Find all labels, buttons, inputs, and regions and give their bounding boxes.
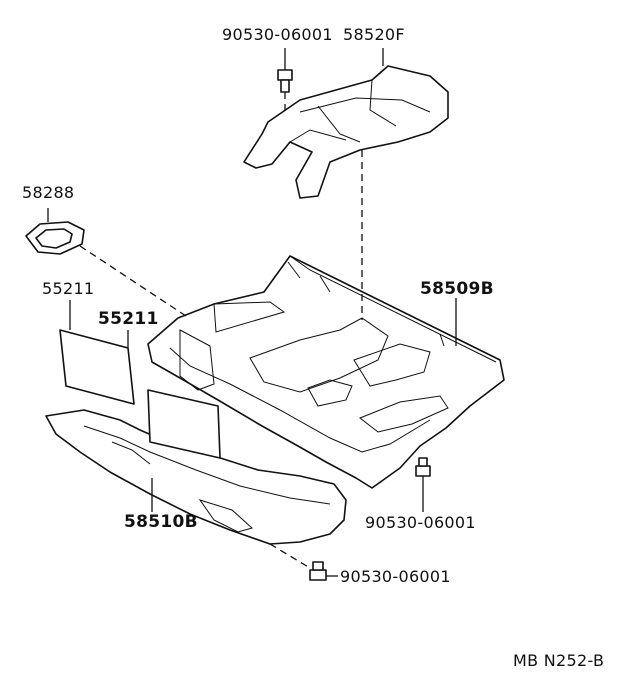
pad-55211-left [59, 329, 135, 405]
clip-bolt-bottom [309, 561, 338, 581]
floor-carpet-58509b [147, 255, 505, 489]
label-55211-center: 55211 [98, 309, 159, 329]
label-58520f: 58520F [343, 25, 405, 44]
diagram-code: MB N252-B [513, 651, 605, 670]
label-55211-left: 55211 [42, 279, 95, 298]
assembly-dash-lines [79, 150, 363, 569]
label-bolt-right: 90530-06001 [365, 513, 476, 532]
label-bolt-top: 90530-06001 [222, 25, 333, 44]
grommet-58288 [25, 208, 85, 255]
leader-lines [69, 48, 457, 512]
insulator-58520f [243, 65, 449, 199]
label-58510b: 58510B [124, 512, 198, 532]
label-bolt-bottom: 90530-06001 [340, 567, 451, 586]
clip-bolt-top [277, 48, 293, 112]
pad-55211-center [147, 389, 221, 459]
label-58288: 58288 [22, 183, 75, 202]
clip-bolt-right [415, 457, 431, 512]
label-58509b: 58509B [420, 279, 494, 299]
